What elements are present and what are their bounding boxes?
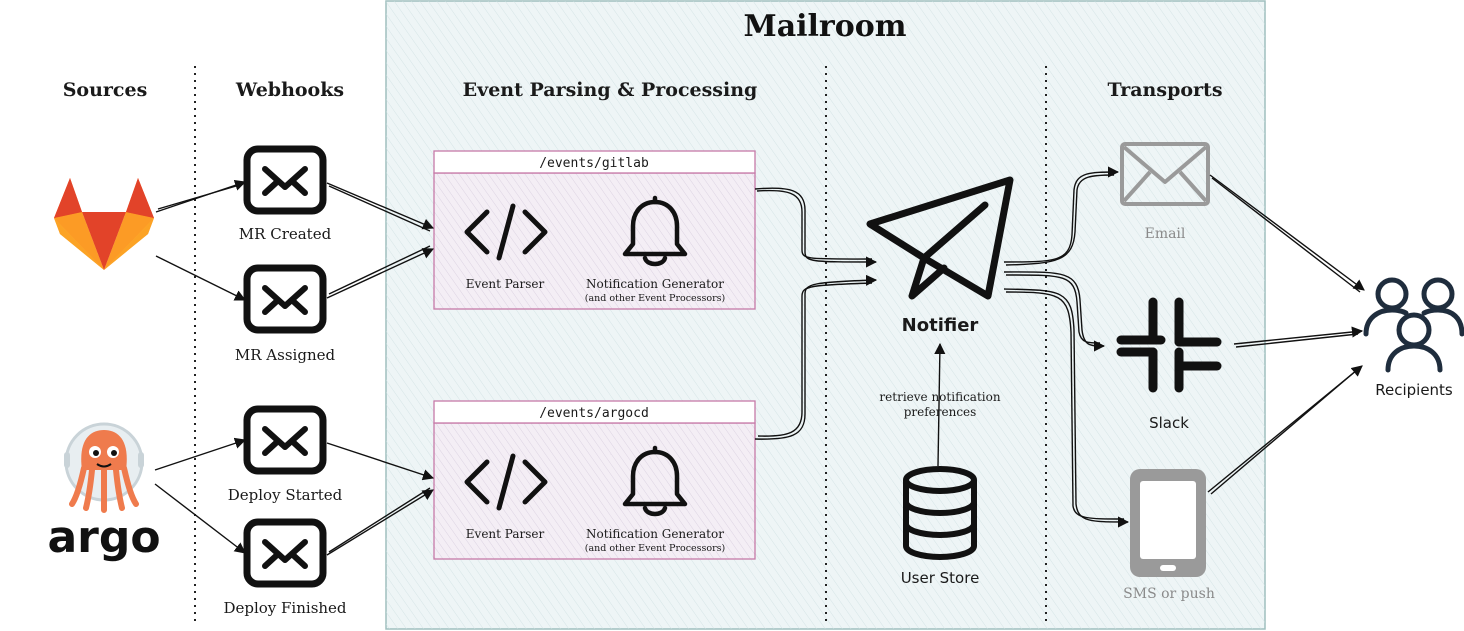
- endpoint-path: /events/gitlab: [539, 156, 649, 171]
- envelope-icon: [247, 409, 323, 471]
- arrow-mr-created-endpoint: [326, 182, 435, 230]
- header-processing: Event Parsing & Processing: [463, 79, 758, 101]
- arrow-notifier-sms: [1003, 288, 1130, 528]
- user-store-label: User Store: [901, 569, 980, 587]
- webhook-label: Deploy Finished: [223, 599, 346, 617]
- tablet-icon: [1130, 469, 1206, 577]
- header-transports: Transports: [1107, 79, 1222, 101]
- endpoint-path: /events/argocd: [539, 406, 649, 421]
- notifier-label: Notifier: [902, 315, 979, 336]
- arrow-slack-recipients: [1233, 326, 1364, 345]
- header-webhooks: Webhooks: [235, 79, 344, 101]
- database-icon: [903, 466, 977, 560]
- arrow-argo-deploy-started: [154, 437, 247, 471]
- argo-logo: argo: [47, 422, 161, 563]
- header-sources: Sources: [63, 79, 148, 101]
- arrow-gitlab-mr-created-2: [157, 183, 244, 210]
- generator-label: Notification Generator: [586, 277, 724, 291]
- envelope-icon: [247, 522, 323, 584]
- generator-note: (and other Event Processors): [585, 543, 726, 554]
- argo-wordmark: argo: [47, 512, 160, 563]
- notifier: Notifier: [866, 176, 1014, 336]
- arrow-notifier-email: [1003, 166, 1120, 263]
- transport-sms-push: SMS or push: [1123, 469, 1215, 602]
- parser-label: Event Parser: [466, 527, 545, 541]
- webhook-deploy-started: Deploy Started: [228, 409, 343, 504]
- arrow-deploy-started-endpoint: [326, 442, 435, 481]
- arrow-gitlab-endpoint-notifier: [754, 187, 878, 268]
- parser-label: Event Parser: [466, 277, 545, 291]
- envelope-icon: [247, 149, 323, 211]
- webhook-mr-created: MR Created: [239, 149, 332, 243]
- transport-email: Email: [1120, 142, 1210, 242]
- arrow-argo-deploy-finished: [154, 483, 246, 554]
- recipients-label: Recipients: [1375, 381, 1453, 399]
- webhook-label: Deploy Started: [228, 486, 343, 504]
- webhook-mr-assigned: MR Assigned: [235, 268, 336, 364]
- endpoint-argocd: /events/argocd Event Parser Notification…: [433, 400, 756, 560]
- transport-label: Slack: [1149, 414, 1189, 432]
- arrow-notifier-slack: [1003, 271, 1106, 352]
- envelope-icon: [247, 268, 323, 330]
- preferences-label-line2: preferences: [904, 405, 977, 419]
- slack-icon: [1116, 297, 1222, 393]
- transport-slack: Slack: [1116, 297, 1222, 432]
- preferences-label-line1: retrieve notification: [879, 390, 1000, 404]
- generator-note: (and other Event Processors): [585, 293, 726, 304]
- webhook-deploy-finished: Deploy Finished: [223, 522, 347, 617]
- connectors: [154, 166, 1365, 556]
- arrow-userstore-notifier: [934, 342, 946, 467]
- user-store: User Store: [901, 466, 980, 587]
- users-icon: [1363, 277, 1464, 373]
- webhook-label: MR Created: [239, 225, 332, 243]
- envelope-icon: [1120, 142, 1210, 206]
- mailroom-title: Mailroom: [743, 9, 906, 44]
- arrow-email-recipients: [1209, 174, 1365, 291]
- gitlab-logo: [54, 178, 154, 270]
- paper-plane-icon: [866, 176, 1014, 300]
- recipients: Recipients: [1363, 277, 1464, 399]
- webhook-label: MR Assigned: [235, 346, 336, 364]
- generator-label: Notification Generator: [586, 527, 724, 541]
- arrow-deploy-finished-endpoint: [326, 489, 434, 556]
- endpoint-gitlab: /events/gitlab Event Parser Notification…: [433, 150, 756, 310]
- transport-label: SMS or push: [1123, 586, 1215, 602]
- arrow-mr-assigned-endpoint: [326, 248, 435, 299]
- transport-label: Email: [1145, 226, 1186, 242]
- arrow-gitlab-mr-assigned: [155, 255, 247, 301]
- arrow-argocd-endpoint-notifier: [754, 274, 878, 440]
